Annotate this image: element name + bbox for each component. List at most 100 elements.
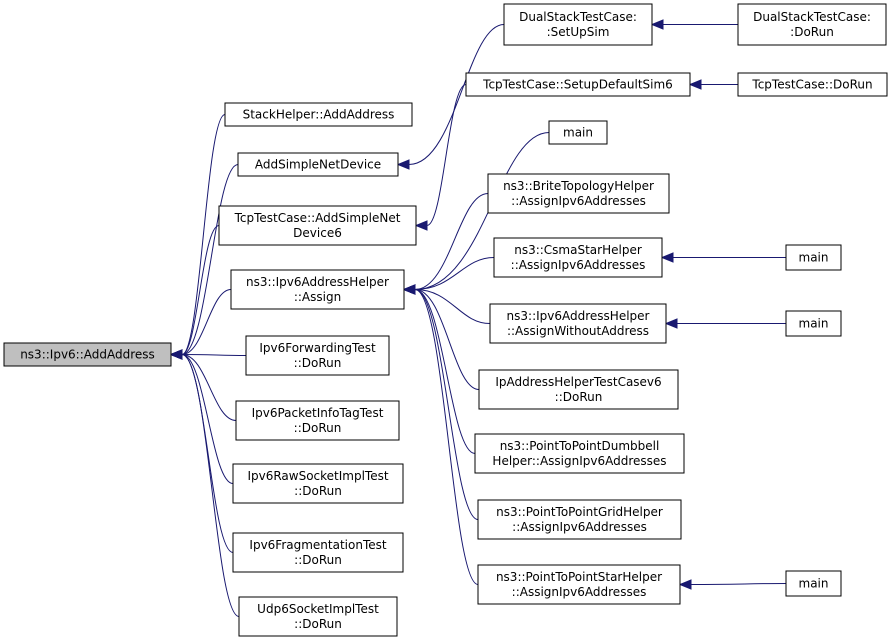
node-box[interactable] [237,152,399,177]
edge-line [181,225,220,355]
node-tcp-setup[interactable]: TcpTestCase::SetupDefaultSim6 [465,72,691,97]
node-root[interactable]: ns3::Ipv6::AddAddress [3,342,172,367]
edge-csma-to-ipv6_assign [402,257,495,295]
arrowhead-icon [660,252,674,263]
node-box[interactable] [785,310,842,337]
node-p2p-grid[interactable]: ns3::PointToPointGridHelper::AssignIpv6A… [477,499,682,540]
node-box[interactable] [232,532,404,573]
edge-line [414,289,476,454]
node-udp6[interactable]: Udp6SocketImplTest::DoRun [238,596,398,637]
node-label: ::AssignIpv6Addresses [511,258,646,272]
edge-line [690,583,787,585]
node-box[interactable] [737,72,888,97]
node-dual-dorun[interactable]: DualStackTestCase::DoRun [737,3,887,46]
node-label: main [563,126,593,140]
node-ipv6-assign[interactable]: ns3::Ipv6AddressHelper::Assign [230,269,405,310]
node-box[interactable] [465,72,691,97]
node-label: ns3::Ipv6::AddAddress [20,348,155,362]
node-label: ::Assign [294,290,341,304]
node-label: Ipv6ForwardingTest [259,341,376,355]
arrowhead-icon [678,579,692,590]
edges-layer [169,19,787,617]
node-box[interactable] [238,596,398,637]
node-csma[interactable]: ns3::CsmaStarHelper::AssignIpv6Addresses [493,237,663,278]
edge-stack_helper-to-root [169,114,226,360]
node-box[interactable] [230,269,405,310]
node-ipv6-raw[interactable]: Ipv6RawSocketImplTest::DoRun [232,463,404,504]
node-label: main [799,251,829,265]
node-p2p-star[interactable]: ns3::PointToPointStarHelper::AssignIpv6A… [477,564,681,605]
node-label: DualStackTestCase: [519,10,637,24]
edge-line [414,289,480,390]
node-box[interactable] [487,173,670,214]
node-box[interactable] [477,564,681,605]
node-main-csma[interactable]: main [785,244,842,271]
arrowhead-icon [396,159,410,170]
node-label: ::DoRun [294,421,342,435]
edge-main_without-to-ipv6_without [664,318,786,329]
edge-line [414,193,489,290]
node-ipv6-fwd[interactable]: Ipv6ForwardingTest::DoRun [245,335,390,376]
node-ipv6-without[interactable]: ns3::Ipv6AddressHelper::AssignWithoutAdd… [489,303,667,344]
node-box[interactable] [785,244,842,271]
node-box[interactable] [785,570,842,597]
node-main-without[interactable]: main [785,310,842,337]
node-label: ns3::BriteTopologyHelper [503,179,654,193]
node-box[interactable] [218,205,417,246]
node-box[interactable] [232,463,404,504]
node-label: main [799,577,829,591]
node-label: Ipv6FragmentationTest [249,538,386,552]
arrowhead-icon [402,284,416,295]
node-dual-setup[interactable]: DualStackTestCase::SetUpSim [503,3,653,46]
edge-tcp_setup-to-tcp_add_simple [414,84,467,231]
node-ipaddr-test[interactable]: IpAddressHelperTestCasev6::DoRun [478,369,679,410]
node-box[interactable] [737,3,887,46]
node-label: ns3::CsmaStarHelper [514,243,642,257]
node-box[interactable] [477,499,682,540]
edge-main_csma-to-csma [660,252,786,263]
edge-line [181,354,247,356]
node-main-star[interactable]: main [785,570,842,597]
node-label: Ipv6RawSocketImplTest [247,469,388,483]
node-box[interactable] [224,102,413,127]
node-label: ns3::PointToPointGridHelper [496,505,663,519]
node-box[interactable] [489,303,667,344]
edge-line [181,354,237,421]
node-box[interactable] [503,3,653,46]
node-main1[interactable]: main [548,120,608,145]
node-label: ::AssignWithoutAddress [507,324,649,338]
edge-line [414,289,479,585]
node-p2p-dumbbell[interactable]: ns3::PointToPointDumbbellHelper::AssignI… [474,433,685,474]
edge-line [181,354,240,617]
edge-line [426,84,467,226]
node-box[interactable] [548,120,608,145]
edge-p2p_star-to-ipv6_assign [402,284,479,585]
node-brite[interactable]: ns3::BriteTopologyHelper::AssignIpv6Addr… [487,173,670,214]
node-box[interactable] [3,342,172,367]
node-label: IpAddressHelperTestCasev6 [495,375,661,389]
node-stack-helper[interactable]: StackHelper::AddAddress [224,102,413,127]
node-label: ::DoRun [294,617,342,631]
edge-udp6-to-root [169,349,240,617]
node-label: ns3::PointToPointDumbbell [500,439,660,453]
node-label: ::DoRun [294,356,342,370]
edge-main_star-to-p2p_star [678,579,787,590]
node-box[interactable] [493,237,663,278]
node-box[interactable] [478,369,679,410]
node-box[interactable] [235,400,400,441]
node-box[interactable] [474,433,685,474]
node-label: DualStackTestCase: [753,10,871,24]
node-add-simple[interactable]: AddSimpleNetDevice [237,152,399,177]
node-label: Udp6SocketImplTest [257,602,379,616]
node-label: ns3::PointToPointStarHelper [496,570,662,584]
node-label: TcpTestCase::SetupDefaultSim6 [482,78,673,92]
edge-ipaddr_test-to-ipv6_assign [402,284,480,390]
node-ipv6-pkt[interactable]: Ipv6PacketInfoTagTest::DoRun [235,400,400,441]
node-ipv6-frag[interactable]: Ipv6FragmentationTest::DoRun [232,532,404,573]
edge-tcp_dorun-to-tcp_setup [688,79,739,90]
node-tcp-dorun[interactable]: TcpTestCase::DoRun [737,72,888,97]
node-box[interactable] [245,335,390,376]
arrowhead-icon [414,220,428,231]
